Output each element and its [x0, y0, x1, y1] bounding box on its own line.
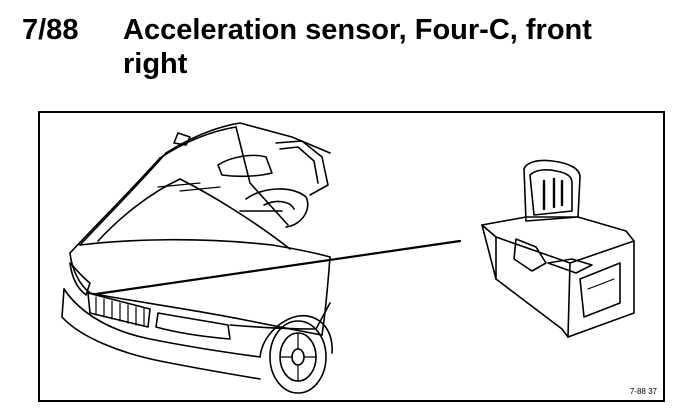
- section-number: 7/88: [22, 14, 79, 46]
- illustration: [61, 122, 635, 394]
- leader-line: [94, 239, 462, 296]
- section-title: Acceleration sensor, Four-C, front right: [123, 14, 592, 80]
- illustration-frame: 7-88 37: [38, 111, 665, 402]
- car-front-outline: [61, 122, 333, 394]
- acceleration-sensor-icon: [481, 159, 635, 338]
- figure-reference: 7-88 37: [629, 387, 657, 396]
